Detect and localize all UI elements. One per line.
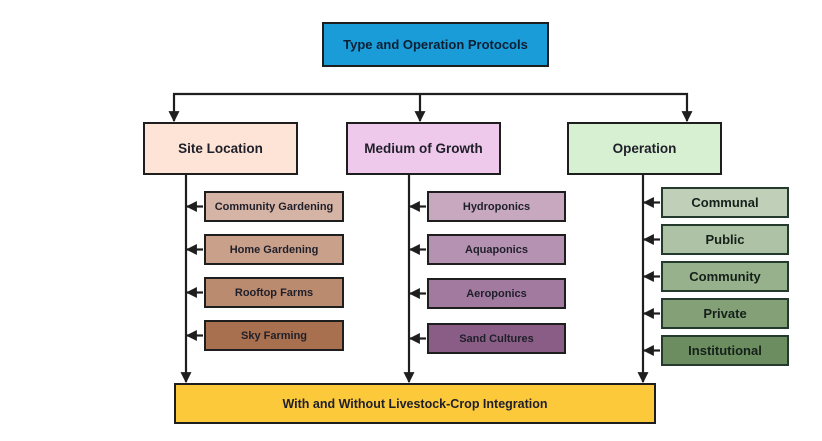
item-label: Home Gardening — [229, 243, 319, 256]
site-item-home-gardening: Home Gardening — [204, 234, 344, 265]
item-label: Rooftop Farms — [234, 286, 314, 299]
category-site-location: Site Location — [143, 122, 298, 175]
item-label: Aeroponics — [466, 287, 527, 300]
item-label: Sky Farming — [240, 329, 308, 342]
site-item-sky-farming: Sky Farming — [204, 320, 344, 351]
medium-item-aeroponics: Aeroponics — [427, 278, 566, 309]
item-label: Community — [689, 269, 761, 284]
item-label: Community Gardening — [214, 200, 334, 213]
medium-item-hydroponics: Hydroponics — [427, 191, 566, 222]
item-label: Communal — [691, 195, 759, 210]
item-label: Sand Cultures — [459, 332, 534, 345]
operation-item-communal: Communal — [661, 187, 789, 218]
item-label: Private — [703, 306, 747, 321]
operation-item-public: Public — [661, 224, 789, 255]
root-node-label: Type and Operation Protocols — [343, 37, 528, 52]
category-label: Operation — [612, 141, 677, 156]
integration-node-label: With and Without Livestock-Crop Integrat… — [282, 396, 548, 411]
medium-item-aquaponics: Aquaponics — [427, 234, 566, 265]
item-label: Hydroponics — [462, 200, 531, 213]
operation-item-community: Community — [661, 261, 789, 292]
item-label: Institutional — [688, 343, 762, 358]
item-label: Public — [705, 232, 745, 247]
medium-item-sand-cultures: Sand Cultures — [427, 323, 566, 354]
operation-item-institutional: Institutional — [661, 335, 789, 366]
site-item-rooftop-farms: Rooftop Farms — [204, 277, 344, 308]
category-operation: Operation — [567, 122, 722, 175]
operation-item-private: Private — [661, 298, 789, 329]
top-distribution-connector — [168, 92, 693, 123]
item-label: Aquaponics — [465, 243, 528, 256]
site-item-community-gardening: Community Gardening — [204, 191, 344, 222]
root-node: Type and Operation Protocols — [322, 22, 549, 67]
category-medium-of-growth: Medium of Growth — [346, 122, 501, 175]
integration-node: With and Without Livestock-Crop Integrat… — [174, 383, 656, 424]
category-label: Site Location — [178, 141, 263, 156]
category-label: Medium of Growth — [364, 141, 483, 156]
